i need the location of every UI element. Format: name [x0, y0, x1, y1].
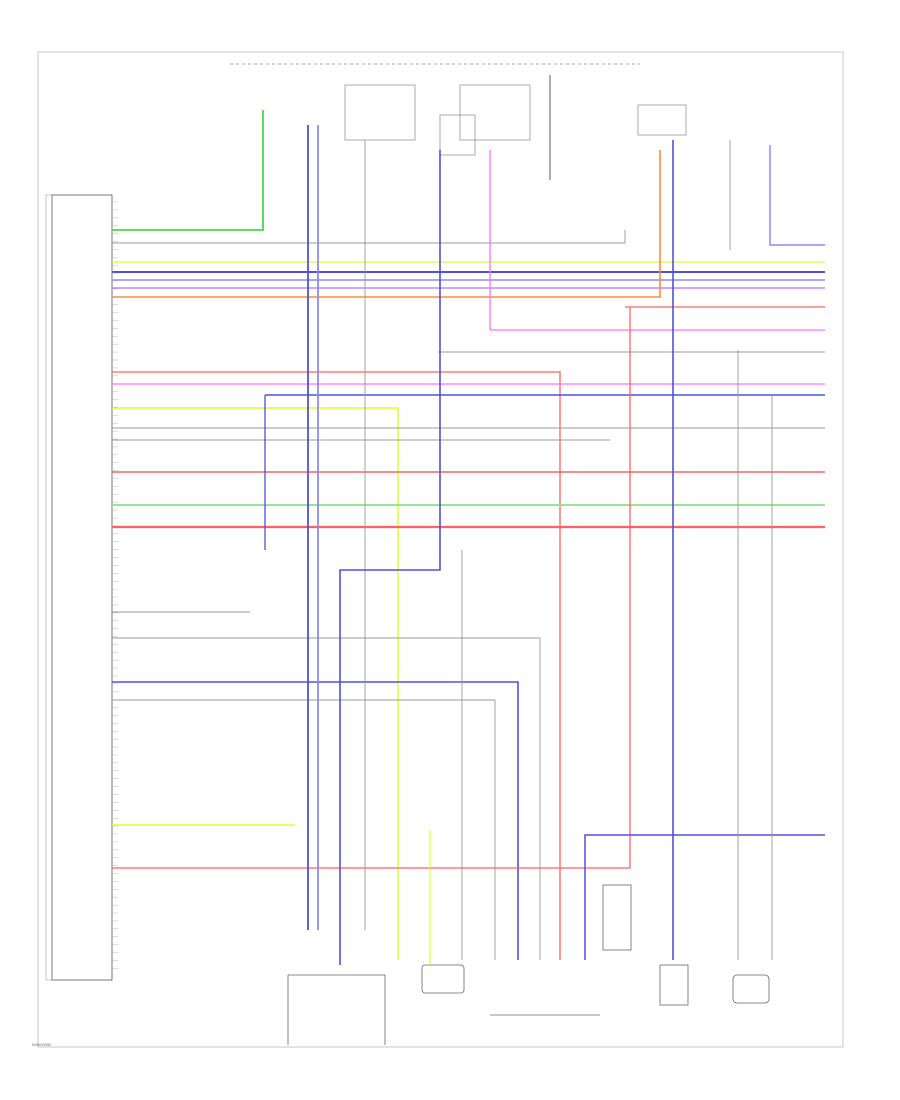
wire-h-blue-3: [112, 681, 519, 960]
diagram-border: [37, 51, 844, 1048]
diagram-code: W0000000: [32, 1042, 52, 1047]
wire-h-gray-6: [112, 699, 496, 960]
control-module-connector: [45, 194, 113, 981]
wire-h-red-5: [112, 307, 631, 869]
wire-label-group: [112, 201, 118, 969]
wire-h-red-2: [112, 371, 561, 960]
wire-h-gray-5: [112, 637, 541, 960]
wire-h-gray-1: [112, 230, 626, 244]
wire-v-blue-2: [339, 150, 441, 965]
wire-h-orange-1: [112, 150, 661, 298]
wire-h-ygreen-2: [112, 407, 399, 960]
top-components: [230, 63, 687, 156]
wire-h-blue-4: [584, 834, 825, 960]
bottom-components: [287, 884, 770, 1045]
wire-v-green-1: [112, 110, 264, 231]
wire-group: [112, 75, 825, 965]
wire-v-lblue-2: [769, 145, 825, 246]
